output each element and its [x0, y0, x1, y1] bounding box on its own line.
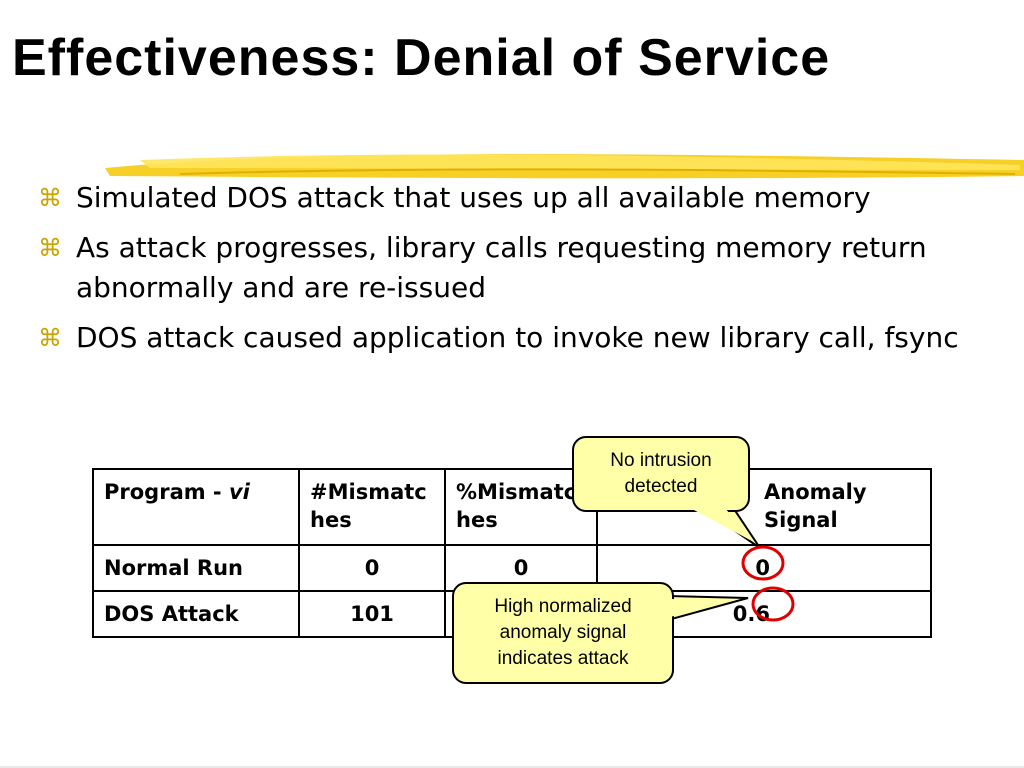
bullet-text: DOS attack caused application to invoke … — [76, 321, 959, 354]
header-program: Program - vi — [92, 468, 300, 546]
bullet-text: As attack progresses, library calls requ… — [76, 231, 927, 304]
row-label: Normal Run — [92, 544, 300, 592]
bottom-divider — [0, 766, 1024, 768]
bullet-text: Simulated DOS attack that uses up all av… — [76, 181, 871, 214]
bullet-item: ⌘ As attack progresses, library calls re… — [38, 228, 998, 308]
command-key-bullet-icon: ⌘ — [38, 234, 62, 262]
anomaly-header-text: Anomaly Signal — [764, 480, 867, 532]
callout-bottom-text: High normalized anomaly signal indicates… — [494, 596, 632, 669]
table-header-row: Program - vi #Mismatches %Mismatches Ano… — [92, 468, 932, 546]
results-table: Program - vi #Mismatches %Mismatches Ano… — [92, 468, 932, 638]
bullet-list: ⌘ Simulated DOS attack that uses up all … — [38, 178, 998, 368]
header-mismatches: #Mismatches — [298, 468, 446, 546]
command-key-bullet-icon: ⌘ — [38, 324, 62, 352]
slide-title: Effectiveness: Denial of Service — [12, 29, 831, 87]
bullet-item: ⌘ DOS attack caused application to invok… — [38, 318, 998, 358]
row-label: DOS Attack — [92, 590, 300, 638]
callout-no-intrusion: No intrusion detected — [572, 436, 750, 512]
row-mismatches: 101 — [298, 590, 446, 638]
program-name: vi — [228, 480, 250, 504]
row-mismatches: 0 — [298, 544, 446, 592]
bullet-item: ⌘ Simulated DOS attack that uses up all … — [38, 178, 998, 218]
callout-top-text: No intrusion detected — [610, 450, 712, 497]
callout-high-anomaly: High normalized anomaly signal indicates… — [452, 582, 674, 684]
command-key-bullet-icon: ⌘ — [38, 184, 62, 212]
yellow-swoosh-decoration — [105, 154, 1024, 179]
